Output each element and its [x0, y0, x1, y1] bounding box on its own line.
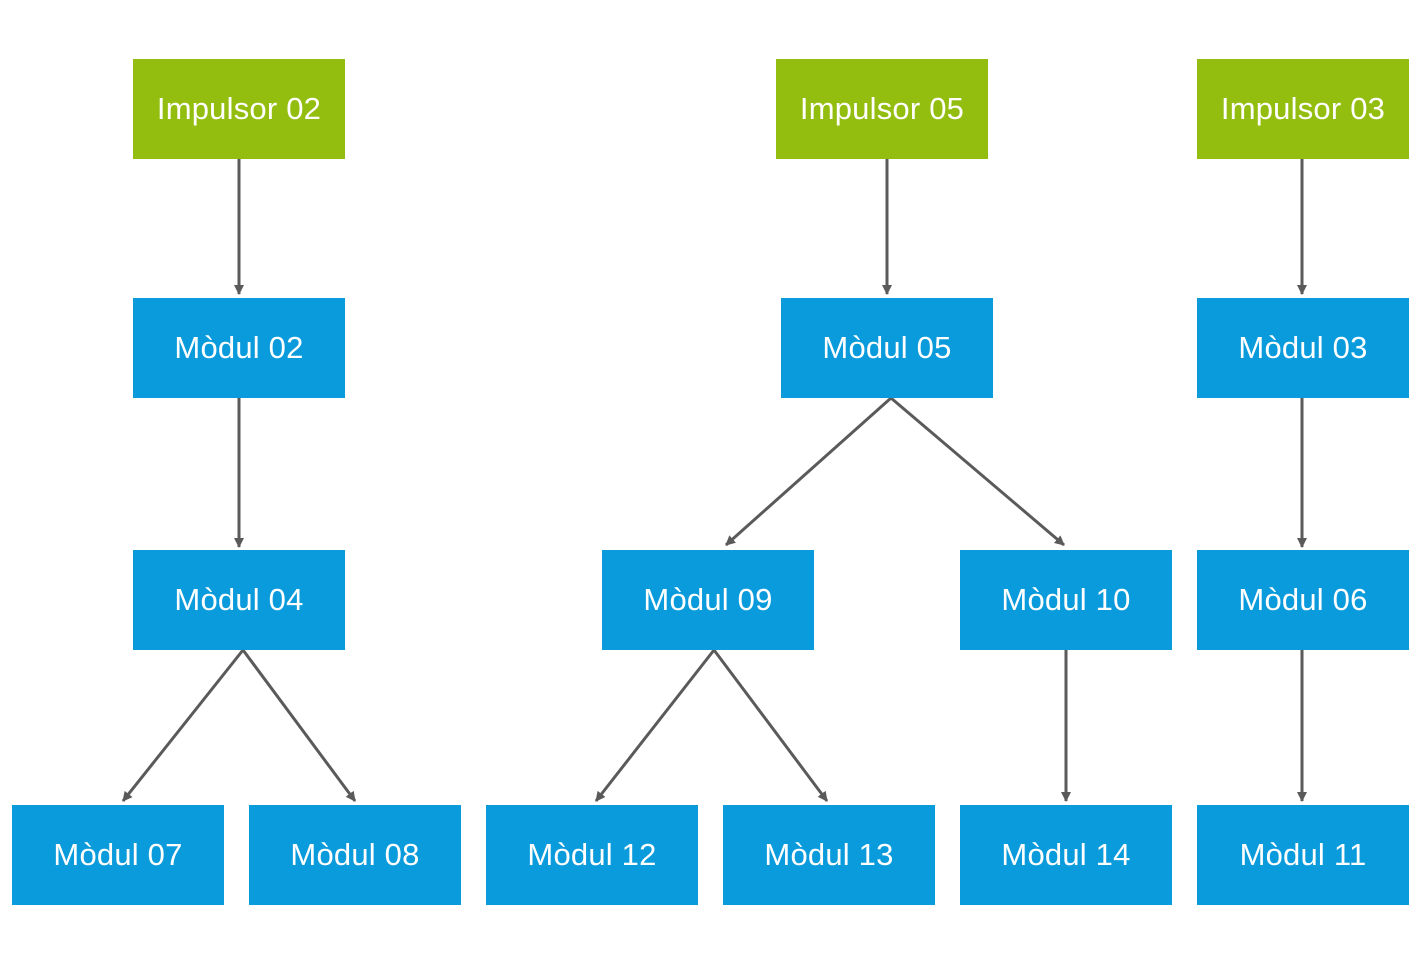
impulsor-03-node: Impulsor 03 — [1197, 59, 1409, 159]
edge-modul-09-to-modul-12 — [594, 649, 716, 802]
impulsor-05-node: Impulsor 05 — [776, 59, 988, 159]
modul-06-node: Mòdul 06 — [1197, 550, 1409, 650]
modul-02-node: Mòdul 02 — [133, 298, 345, 398]
modul-11-node: Mòdul 11 — [1197, 805, 1409, 905]
modul-05-node: Mòdul 05 — [781, 298, 993, 398]
edge-modul-05-to-modul-09 — [725, 396, 892, 547]
modul-10-node: Mòdul 10 — [960, 550, 1172, 650]
modul-08-node: Mòdul 08 — [249, 805, 461, 905]
edge-modul-04-to-modul-08 — [241, 649, 357, 802]
edge-modul-09-to-modul-13 — [712, 649, 829, 802]
modul-07-node: Mòdul 07 — [12, 805, 224, 905]
modul-12-node: Mòdul 12 — [486, 805, 698, 905]
modul-03-node: Mòdul 03 — [1197, 298, 1409, 398]
edge-modul-05-to-modul-10 — [890, 396, 1065, 547]
impulsor-02-node: Impulsor 02 — [133, 59, 345, 159]
modul-04-node: Mòdul 04 — [133, 550, 345, 650]
modul-13-node: Mòdul 13 — [723, 805, 935, 905]
modul-09-node: Mòdul 09 — [602, 550, 814, 650]
edge-modul-04-to-modul-07 — [121, 649, 245, 802]
modul-14-node: Mòdul 14 — [960, 805, 1172, 905]
